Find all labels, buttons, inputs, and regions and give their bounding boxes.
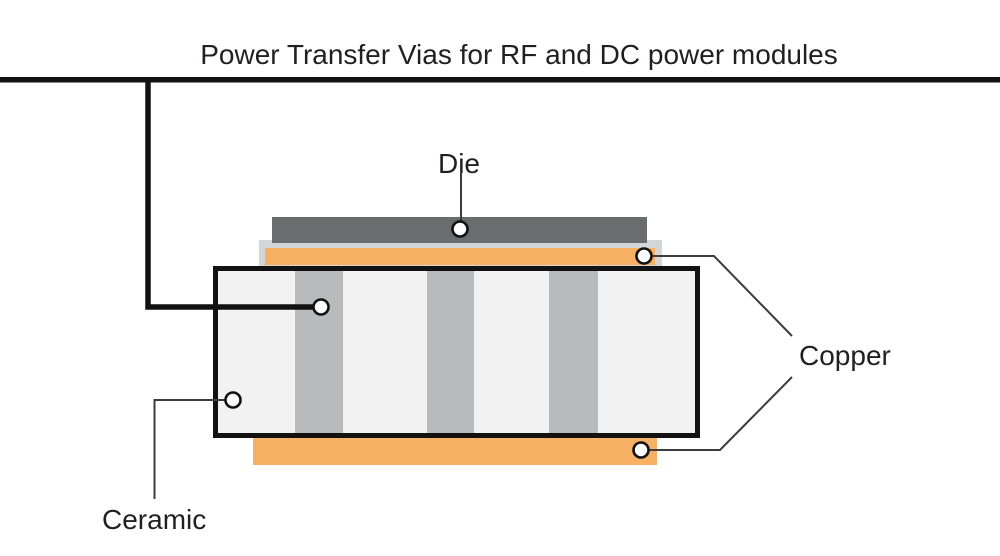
via-column-2 <box>427 269 474 435</box>
via-column-3 <box>549 269 598 435</box>
ceramic-callout-dot <box>224 391 242 409</box>
top-copper-layer <box>265 248 655 265</box>
via-callout-dot <box>312 298 330 316</box>
diagram-title: Power Transfer Vias for RF and DC power … <box>200 39 838 70</box>
ceramic-label: Ceramic <box>102 504 207 535</box>
via-column-1 <box>295 269 343 435</box>
copper-callout-line-top <box>653 255 793 337</box>
copper-top-callout-dot <box>635 247 653 265</box>
copper-label: Copper <box>799 340 891 371</box>
die-label: Die <box>437 148 481 179</box>
bottom-copper-layer <box>253 438 657 465</box>
copper-callout-line-bottom <box>649 376 793 451</box>
copper-bottom-callout-dot <box>632 441 650 459</box>
ceramic-callout-line <box>153 399 226 499</box>
top-rule <box>0 77 1000 83</box>
via-ground-connector-line <box>145 77 314 310</box>
die-callout-dot <box>451 220 469 238</box>
ceramic-substrate-border <box>213 266 700 438</box>
